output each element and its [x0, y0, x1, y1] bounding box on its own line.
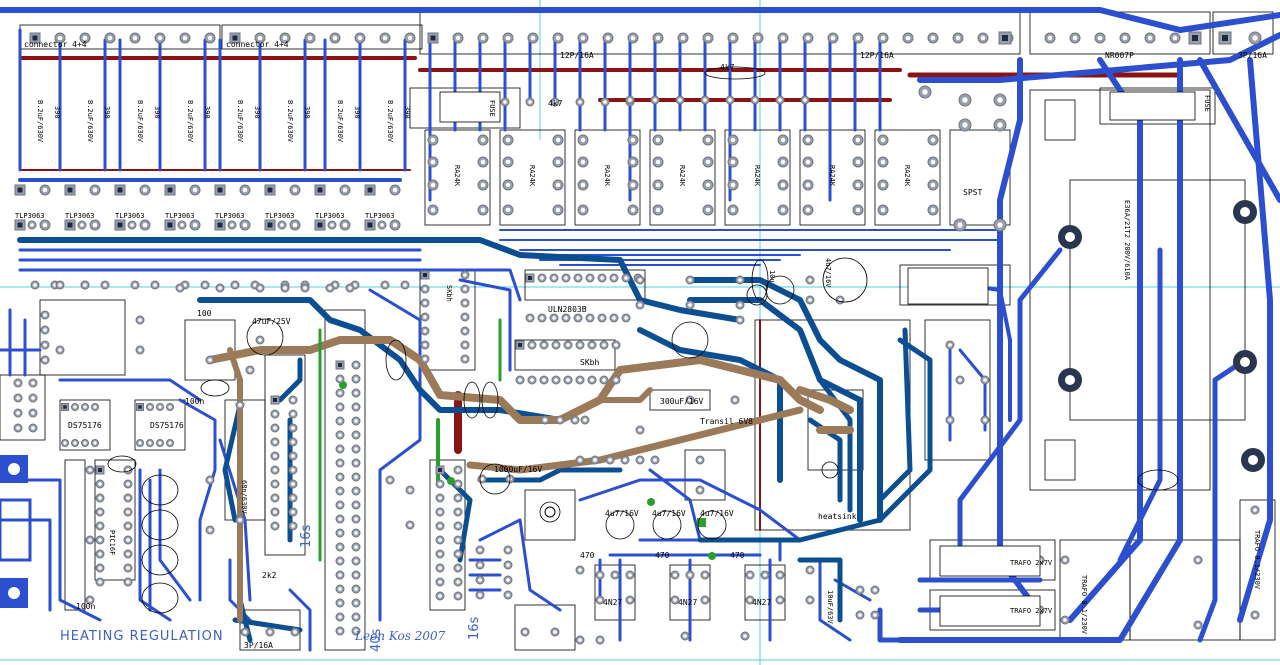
- connector-label-a: connector 4+4: [24, 40, 87, 49]
- cap-630v-label: B.2uF/630V: [86, 100, 94, 143]
- fuse-label-right: FUSE: [1203, 95, 1211, 112]
- c100n-label-b: 100n: [76, 602, 95, 611]
- ds-label-b: DS75176: [150, 421, 184, 430]
- opto-ic-label: TLP3063: [115, 212, 145, 220]
- resistor-390-label: 390: [303, 106, 311, 119]
- resistor-390-label: 390: [203, 106, 211, 119]
- relay-3p-label: 3P/16A: [1238, 51, 1267, 60]
- opto-ic-label: TLP3063: [265, 212, 295, 220]
- top-traces: [0, 7, 1280, 652]
- silkscreen-labels: connector 4+4 connector 4+4 12P/16A 12P/…: [15, 40, 1267, 652]
- resistor-390-label: 390: [153, 106, 161, 119]
- relay-coil-label: RA24K: [903, 165, 911, 187]
- c100n-label: 100n: [185, 397, 204, 406]
- resistor-390-label: 390: [53, 106, 61, 119]
- shift-reg-label-b: SKbh: [445, 285, 453, 302]
- relay-coil-label: RA24K: [528, 165, 536, 187]
- r100-label: 100: [197, 309, 212, 318]
- cap-630v-label: B.2uF/630V: [236, 100, 244, 143]
- resistor-4k7-top-label: 4k7: [720, 63, 735, 72]
- opto-4n27-label-c: 4N27: [752, 598, 771, 607]
- board-title: HEATING REGULATION: [60, 629, 224, 644]
- resistor-390-label: 390: [103, 106, 111, 119]
- cap-47-label: 47uF/25V: [252, 317, 291, 326]
- uln-label: ULN2803B: [548, 305, 587, 314]
- transformer-rating-label: E36A/21T2 200V/610A: [1123, 200, 1131, 281]
- label-40s: 40s: [369, 628, 384, 652]
- transil-label: Transil 6V8: [700, 417, 753, 426]
- green-traces: [318, 318, 716, 562]
- r470-label-c: 470: [730, 551, 745, 560]
- fuse-label: FUSE: [488, 100, 496, 117]
- cap-300-label: 300uF/16V: [660, 397, 704, 406]
- author-signature: Leon Kos 2007: [354, 629, 446, 643]
- cap-630v-label: B.2uF/630V: [136, 100, 144, 143]
- cap-68n-label: 68n/630V: [240, 480, 248, 515]
- relay-coil-label: RA24K: [753, 165, 761, 187]
- opto-4n27-label-a: 4N27: [603, 598, 622, 607]
- nr-header-label: NR007P: [1105, 51, 1134, 60]
- cap-1000-label: 1000uF/16V: [494, 465, 542, 474]
- relay-3p-bottom-label: 3P/16A: [244, 641, 273, 650]
- cap-10u-label: 10uF/63V: [826, 590, 834, 625]
- cap-630v-label: B.2uF/630V: [36, 100, 44, 143]
- opto-ic-label: TLP3063: [65, 212, 95, 220]
- opto-ic-label: TLP3063: [365, 212, 395, 220]
- cap-4u7-vertical-label: 4u7/16V: [824, 258, 832, 288]
- cap-630v-label: B.2uF/630V: [386, 100, 394, 143]
- heatsink-label: heatsink: [818, 512, 857, 521]
- opto-ic-label: TLP3063: [165, 212, 195, 220]
- relay-12p-label-b: 12P/16A: [860, 51, 894, 60]
- relay-coil-label: RA24K: [828, 165, 836, 187]
- resistor-390-label: 390: [353, 106, 361, 119]
- large-parts: [0, 66, 1265, 627]
- connector-label-b: connector 4+4: [226, 40, 289, 49]
- relay-coil-label: RA24K: [678, 165, 686, 187]
- opto-4n27-label-b: 4N27: [678, 598, 697, 607]
- relay-coil-label: RA24K: [603, 165, 611, 187]
- shift-reg-label-a: SKbh: [580, 358, 599, 367]
- spst-label: SPST: [963, 188, 982, 197]
- resistor-4k7-label: 4k7: [548, 99, 563, 108]
- r2k2-label: 2k2: [262, 571, 277, 580]
- opto-ic-label: TLP3063: [215, 212, 245, 220]
- relay-12p-label-a: 12P/16A: [560, 51, 594, 60]
- label-16s-a: 16s: [299, 524, 314, 548]
- transformer-label-a: TRAFO 0.1/230V: [1080, 575, 1088, 635]
- cap-630v-label: B.2uF/630V: [186, 100, 194, 143]
- cap-10u-small-label: 10u: [768, 270, 776, 283]
- cap-4u7-label-a: 4u7/16V: [605, 509, 639, 518]
- transformer-label-b: TRAFO 0.1/230V: [1253, 530, 1261, 590]
- r470-label-a: 470: [580, 551, 595, 560]
- tr-label-a: TRAFO 2x7V: [1010, 559, 1053, 567]
- resistor-390-label: 390: [403, 106, 411, 119]
- ds-label-a: DS75176: [68, 421, 102, 430]
- label-16s-b: 16s: [467, 616, 482, 640]
- pads-layer: [13, 31, 1262, 645]
- pic-label: PIC16F: [108, 530, 116, 555]
- cap-630v-label: B.2uF/630V: [286, 100, 294, 143]
- tr-label-b: TRAFO 2x7V: [1010, 607, 1053, 615]
- relay-coil-label: RA24K: [453, 165, 461, 187]
- opto-ic-label: TLP3063: [315, 212, 345, 220]
- cap-4u7-label-b: 4u7/16V: [652, 509, 686, 518]
- r470-label-b: 470: [655, 551, 670, 560]
- resistor-390-label: 390: [253, 106, 261, 119]
- cap-630v-label: B.2uF/630V: [336, 100, 344, 143]
- cap-4u7-label-c: 4u7/16V: [700, 509, 734, 518]
- opto-ic-label: TLP3063: [15, 212, 45, 220]
